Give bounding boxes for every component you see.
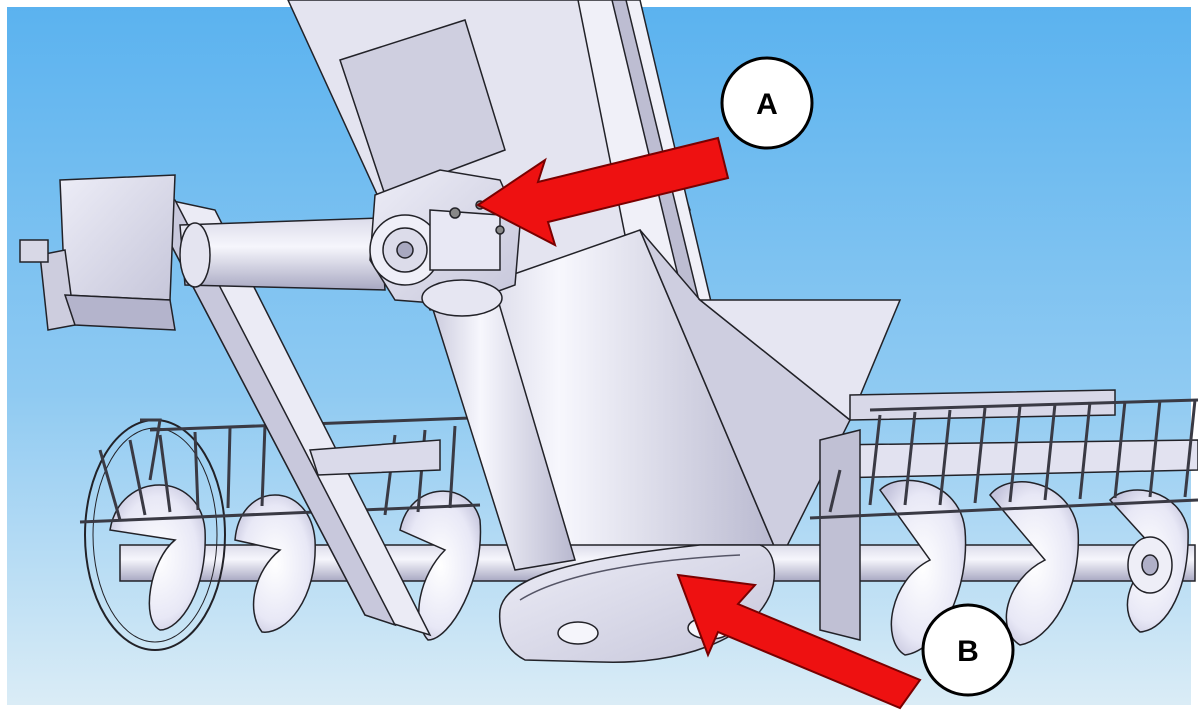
callout-b: B [921,603,1015,697]
left-auger-flights [84,419,482,651]
callout-b-label: B [957,635,979,668]
callout-a: A [720,56,814,150]
drive-shaft [179,217,386,291]
arrow-b [676,573,922,710]
diagonal-support-arm [143,193,441,637]
upper-chute [287,0,721,361]
arrow-a [476,136,730,247]
left-cage-guard [79,416,481,524]
right-cage-guard [809,398,1198,520]
left-gearbox [19,174,176,331]
cardan-tube [421,279,576,571]
callout-a-label: A [756,88,778,121]
